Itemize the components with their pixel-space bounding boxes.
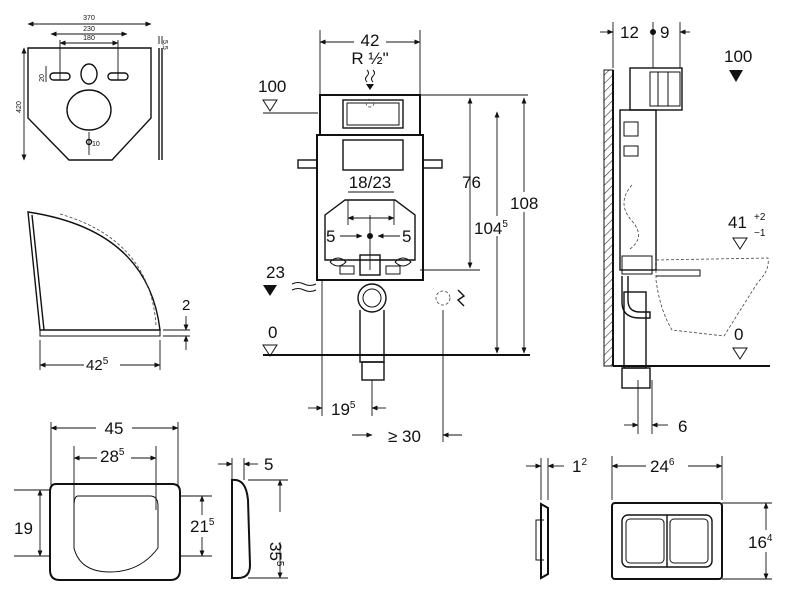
seat-outline — [49, 483, 181, 581]
flush-thickness-base: 1 — [572, 457, 581, 476]
height-76-label: 76 — [462, 173, 481, 192]
side-cover-view: 2 425 — [27, 211, 190, 374]
flush-button-small — [625, 518, 665, 564]
seat-inner-sup: 5 — [119, 447, 125, 458]
bowl-height-label: 41 — [728, 213, 747, 232]
plate-thickness-label: 5,5 — [161, 40, 168, 50]
side-level-top-label: 100 — [724, 47, 752, 66]
drain-spacing-label: 18/23 — [349, 173, 392, 192]
height-108-label: 108 — [510, 194, 538, 213]
side-view: 12 9 100 41 +2 −1 0 — [600, 22, 770, 436]
flush-plate-side — [540, 502, 549, 580]
seat-inner-base: 28 — [100, 447, 119, 466]
plate-inner-width-label: 230 — [83, 26, 95, 33]
cover-depth-label: 425 — [86, 356, 109, 374]
side-level-zero-label: 0 — [734, 325, 743, 344]
flush-button-large — [669, 518, 709, 564]
plate-hole-spacing-label: 180 — [83, 35, 95, 42]
side-dim-12-label: 12 — [620, 23, 639, 42]
top-hole — [80, 63, 98, 85]
height-104-sup: 5 — [502, 219, 508, 230]
front-level-zero-label: 0 — [268, 323, 277, 342]
cover-depth-base: 42 — [86, 357, 103, 374]
side-dim-9-label: 9 — [660, 23, 669, 42]
main-opening — [66, 89, 112, 131]
plate-width-label: 370 — [83, 15, 95, 22]
offset-left-label: 5 — [326, 227, 335, 246]
seat-side-thickness-label: 5 — [264, 455, 273, 474]
seat-view: 45 285 19 215 — [14, 418, 218, 581]
flush-width-label: 246 — [650, 457, 675, 476]
front-level-23-label: 23 — [266, 263, 285, 282]
cover-thickness-label: 2 — [182, 297, 190, 314]
tolerance-minus: −1 — [754, 228, 766, 239]
seat-height-right-base: 21 — [190, 517, 209, 536]
bottom-offset-sup: 5 — [350, 400, 356, 411]
flush-thickness-sup: 2 — [581, 457, 587, 468]
front-level-top-label: 100 — [258, 77, 286, 96]
seat-inner-outline — [73, 495, 159, 573]
seat-inner-label: 285 — [100, 447, 125, 466]
flush-height-label: 164 — [748, 533, 773, 552]
right-slot — [107, 72, 129, 81]
flush-height-base: 16 — [748, 533, 767, 552]
seat-side-length-base: 35 — [266, 542, 285, 561]
frame-body — [316, 134, 424, 281]
bowl-outline — [655, 257, 769, 337]
plate-outline — [27, 47, 152, 161]
plate-thickness-label: 12 — [572, 457, 587, 476]
plate-bottom-hole-label: 10 — [92, 141, 100, 148]
offset-right-label: 5 — [402, 227, 411, 246]
front-view: 42 R ½" 100 18/23 5 5 — [258, 30, 544, 446]
height-104-label: 1045 — [474, 219, 508, 238]
mounting-plate-view: 370 230 180 10 420 20 5,5 — [16, 15, 168, 161]
seat-side-outline — [231, 478, 252, 579]
flush-width-sup: 6 — [669, 457, 675, 468]
flush-plate-front — [611, 502, 723, 580]
cistern-top — [319, 94, 421, 136]
height-104-base: 104 — [474, 219, 502, 238]
flush-height-sup: 4 — [767, 533, 773, 544]
seat-width-label: 45 — [105, 419, 124, 438]
plate-slot-height-label: 20 — [39, 74, 46, 82]
flush-plate-view: 12 246 164 — [526, 454, 782, 580]
flush-width-base: 24 — [650, 457, 669, 476]
wall-gap-label: 6 — [678, 417, 687, 436]
min-distance-label: ≥ 30 — [388, 427, 421, 446]
bottom-offset-label: 195 — [331, 400, 356, 419]
seat-side-length-label: 355 — [266, 542, 285, 567]
frame-width-label: 42 — [361, 31, 380, 50]
seat-side-view: 5 355 — [218, 455, 294, 579]
cover-curve-outline — [27, 211, 161, 331]
left-slot — [49, 72, 71, 81]
thread-label: R ½" — [351, 49, 388, 68]
seat-height-right-label: 215 — [190, 517, 215, 536]
seat-height-left-label: 19 — [14, 519, 33, 538]
cover-depth-sup: 5 — [103, 356, 109, 367]
bottom-offset-base: 19 — [331, 400, 350, 419]
seat-height-right-sup: 5 — [209, 517, 215, 528]
plate-height-label: 420 — [16, 101, 23, 113]
tolerance-plus: +2 — [754, 212, 766, 223]
seat-side-length-sup: 5 — [274, 561, 285, 567]
